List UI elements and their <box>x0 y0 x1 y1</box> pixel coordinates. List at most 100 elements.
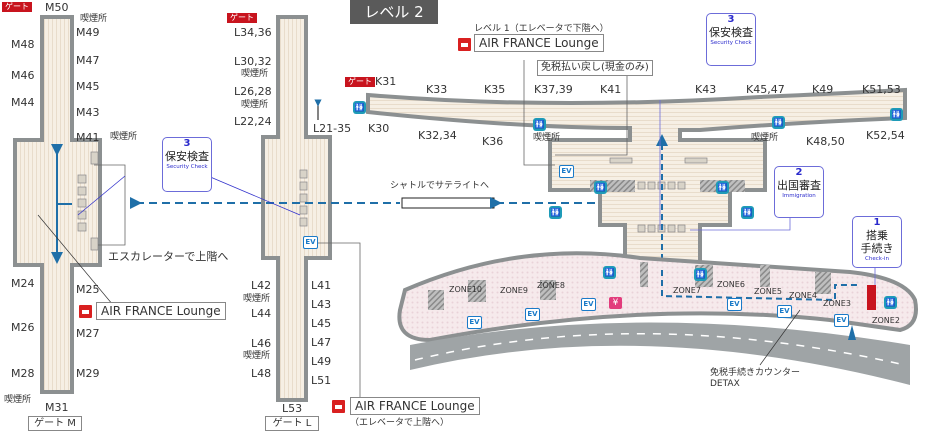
terminal-l-building <box>261 15 361 402</box>
step-title: 出国審査 <box>777 179 821 192</box>
zone-label: ZONE8 <box>537 281 565 290</box>
gate-label: L26,28 <box>234 85 272 98</box>
gate-label: K41 <box>600 83 622 96</box>
elevator-icon: EV <box>559 165 574 178</box>
elevator-icon: EV <box>777 305 792 318</box>
toilet-icon: 🚻 <box>772 116 785 129</box>
step-security-m: 3 保安検査 Security Check <box>162 137 212 192</box>
gate-label: K30 <box>368 122 390 135</box>
leader-security-m <box>77 175 126 216</box>
zone-label: ZONE6 <box>717 280 745 289</box>
air-france-lounge-k[interactable]: AIR FRANCE Lounge <box>474 34 604 52</box>
zone-label: ZONE10 <box>449 285 482 294</box>
gate-label: K48,50 <box>806 135 845 148</box>
gate-label: L41 <box>311 279 332 292</box>
air-france-lounge-m[interactable]: AIR FRANCE Lounge <box>96 302 226 320</box>
gate-label: M46 <box>11 69 35 82</box>
currency-exchange-icon: ¥ <box>609 297 622 309</box>
gate-label: L45 <box>311 317 332 330</box>
gate-m-label: ゲート M <box>28 416 82 431</box>
step-number: 1 <box>873 217 881 228</box>
gate-label: L42 <box>251 279 272 292</box>
gate-label: L43 <box>311 298 332 311</box>
gate-label: K35 <box>484 83 506 96</box>
gate-label: K51,53 <box>862 83 901 96</box>
elevator-icon: EV <box>525 308 540 321</box>
gate-label: M41 <box>76 131 100 144</box>
gate-label: M26 <box>11 321 35 334</box>
gate-label: K36 <box>482 135 504 148</box>
detax-label-en: DETAX <box>710 379 740 389</box>
gate-badge-m: ゲート <box>2 2 32 12</box>
smoking-label: 喫煙所 <box>80 14 108 24</box>
gate-label: M43 <box>76 106 100 119</box>
toilet-icon: 🚻 <box>890 108 903 121</box>
step-security-k: 3 保安検査 Security Check <box>706 13 756 66</box>
smoking-label: 喫煙所 <box>751 133 779 143</box>
gate-label: M49 <box>76 26 100 39</box>
toilet-icon: 🚻 <box>694 268 707 281</box>
elevator-icon: EV <box>834 314 849 327</box>
air-france-lounge-l[interactable]: AIR FRANCE Lounge <box>350 397 480 415</box>
gate-label: K52,54 <box>866 129 905 142</box>
toilet-icon: 🚻 <box>353 101 366 114</box>
zone-label: ZONE9 <box>500 286 528 295</box>
lounge-icon <box>79 305 92 318</box>
shuttle-label: シャトルでサテライトへ <box>390 181 490 191</box>
gate-badge-k: ゲート <box>345 77 375 87</box>
smoking-label: 喫煙所 <box>241 69 269 79</box>
escalator-note: エスカレーターで上階へ <box>108 250 229 263</box>
smoking-label: 喫煙所 <box>4 395 32 405</box>
smoking-label: 喫煙所 <box>243 351 271 361</box>
detax-label: 免税手続きカウンター <box>710 368 801 378</box>
step-title-line1: 搭乗 <box>866 229 888 242</box>
lounge-l-note: （エレベータで上階へ） <box>350 418 450 428</box>
gate-label: M28 <box>11 367 35 380</box>
gate-label: M29 <box>76 367 100 380</box>
smoking-label: 喫煙所 <box>110 132 138 142</box>
leader-lounge-m <box>37 214 114 306</box>
zone-label: ZONE3 <box>823 299 851 308</box>
step-english: Check-in <box>865 256 889 262</box>
gate-label: M45 <box>76 80 100 93</box>
gate-m31: M31 <box>45 401 69 414</box>
elevator-icon: EV <box>303 236 318 249</box>
gate-label: M48 <box>11 38 35 51</box>
toilet-icon: 🚻 <box>594 181 607 194</box>
lounge-icon <box>332 400 345 413</box>
direction-l21-35: L21-35 <box>313 122 352 135</box>
gate-label: K31 <box>375 75 397 88</box>
gate-label: L48 <box>251 367 272 380</box>
gate-label: L46 <box>251 337 272 350</box>
step-number: 2 <box>795 167 803 178</box>
toilet-icon: 🚻 <box>549 206 562 219</box>
toilet-icon: 🚻 <box>884 296 897 309</box>
gate-label: K49 <box>812 83 834 96</box>
gate-label: L49 <box>311 355 332 368</box>
gate-label: K32,34 <box>418 129 457 142</box>
step-english: Security Check <box>710 40 752 46</box>
gate-label: M25 <box>76 283 100 296</box>
lounge-icon <box>458 38 471 51</box>
step-title: 保安検査 <box>709 26 753 39</box>
toilet-icon: 🚻 <box>533 118 546 131</box>
gate-label: L51 <box>311 374 332 387</box>
gate-label: M44 <box>11 96 35 109</box>
leader-security-l <box>207 175 301 216</box>
gate-label: L22,24 <box>234 115 272 128</box>
step-number: 3 <box>727 14 735 25</box>
lounge-k-note: レベル 1（エレベータで下階へ） <box>474 24 609 34</box>
gate-label: K45,47 <box>746 83 785 96</box>
smoking-label: 喫煙所 <box>533 133 561 143</box>
step-title: 保安検査 <box>165 150 209 163</box>
gate-label: L47 <box>311 336 332 349</box>
gate-label: K43 <box>695 83 717 96</box>
gate-label: K33 <box>426 83 448 96</box>
gate-label: L44 <box>251 307 272 320</box>
toilet-icon: 🚻 <box>741 206 754 219</box>
step-english: Immigration <box>782 193 816 199</box>
step-checkin: 1 搭乗 手続き Check-in <box>852 216 902 268</box>
shuttle-track <box>130 197 660 209</box>
tax-refund-label: 免税払い戻し(現金のみ) <box>537 60 653 76</box>
